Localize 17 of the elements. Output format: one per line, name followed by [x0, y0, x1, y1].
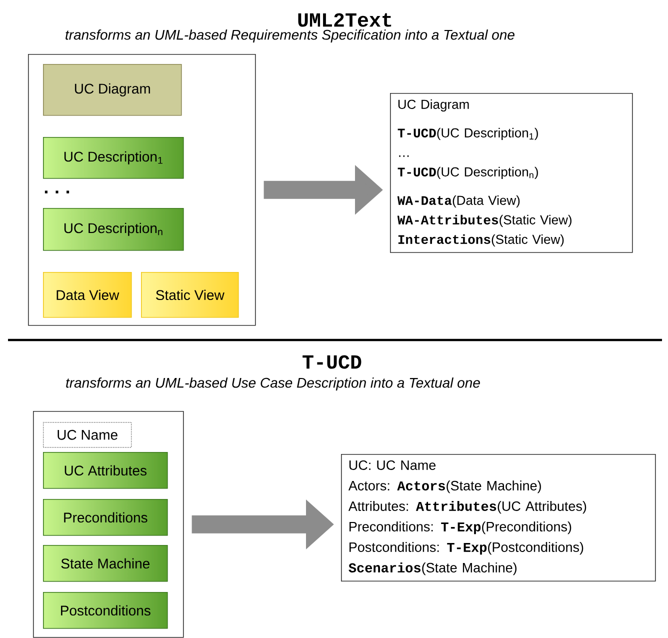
description-box: UC Description$_{n}$	[43, 208, 184, 251]
description-box: Preconditions	[43, 499, 168, 536]
text-box: UC Diagram T-UCD(UC Description$_{1}$) … T-UCD(UC Description$_{n}$) WA-Data(Data View) WA-Attributes(Static View) Interactions(Static View)	[390, 93, 633, 253]
view-box: Static View	[141, 272, 239, 318]
description-box: UC Attributes	[43, 452, 168, 489]
subtitle: transforms an UML-based Requirements Specification into a Textual one	[66, 29, 514, 43]
title: UML2Text	[298, 13, 392, 27]
text-box: UC: UC Name Actors: Actors(State Machine) Attributes: Attributes(UC Attributes) Preconditions: T-Exp(Preconditions) Postconditions: T-Exp(Postconditions) Scenarios(State Machine)	[341, 454, 656, 582]
title: T-UCD	[302, 355, 362, 369]
view-box: Data View	[43, 272, 132, 318]
subtitle: transforms an UML-based Use Case Description into a Textual one	[66, 377, 480, 391]
diagram-box: UC Diagram	[43, 64, 182, 116]
name-box: UC Name	[43, 422, 132, 448]
ellipsis: ...	[44, 190, 70, 194]
description-box: Postconditions	[43, 592, 168, 629]
description-box: UC Description$_{1}$	[43, 137, 184, 179]
description-box: State Machine	[43, 545, 168, 582]
